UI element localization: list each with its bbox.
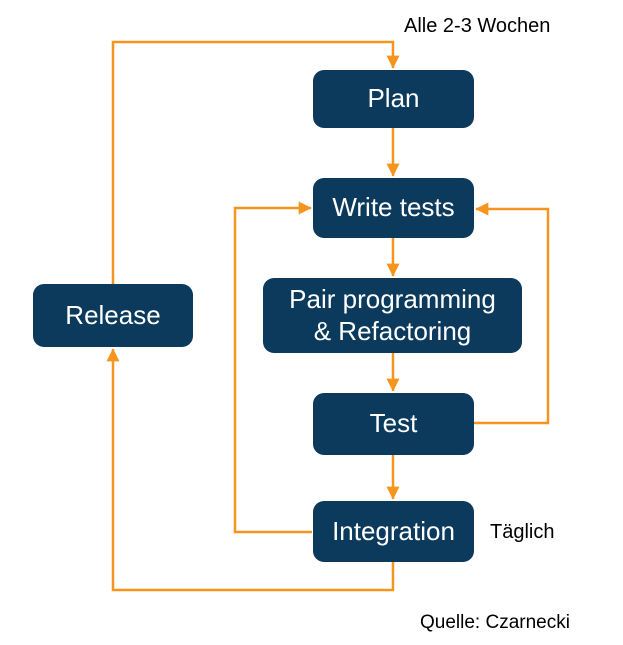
edge-integration-to-release <box>106 348 395 592</box>
node-plan-label: Plan <box>367 83 420 114</box>
node-test: Test <box>313 393 474 455</box>
node-release: Release <box>33 284 193 347</box>
edge-release-to-plan-cycle <box>111 40 400 284</box>
node-pair-programming: Pair programming & Refactoring <box>263 278 522 353</box>
node-release-label: Release <box>65 299 161 330</box>
edge-test-to-write-tests-loop <box>473 202 550 425</box>
node-write-tests: Write tests <box>313 178 474 238</box>
node-write-tests-label: Write tests <box>332 192 455 223</box>
edge-integration-to-write-tests-daily-loop <box>233 201 312 534</box>
source-credit: Quelle: Czarnecki <box>420 612 570 633</box>
node-plan: Plan <box>313 70 474 128</box>
node-pair-programming-label-line1: Pair programming <box>289 283 496 314</box>
node-integration-label: Integration <box>332 515 455 546</box>
daily-annotation: Täglich <box>490 521 555 543</box>
node-test-label: Test <box>369 408 418 439</box>
cycle-annotation: Alle 2-3 Wochen <box>404 15 551 37</box>
node-integration: Integration <box>313 501 474 562</box>
node-pair-programming-label-line2: & Refactoring <box>313 315 472 346</box>
